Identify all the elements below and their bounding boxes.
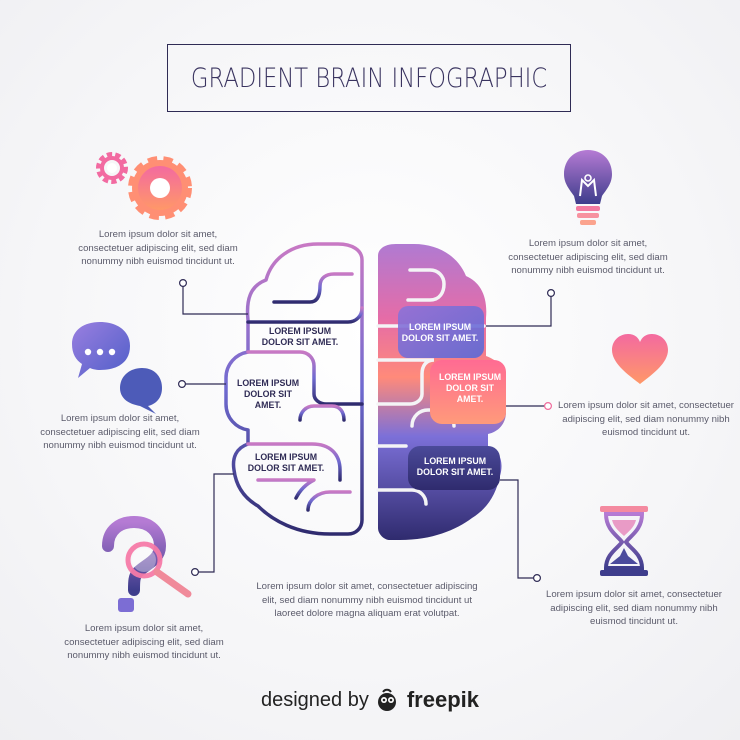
speech-bubbles-icon	[72, 322, 162, 414]
brain-right-top-box	[398, 306, 484, 358]
blurb-top-left: Lorem ipsum dolor sit amet, consectetuer…	[48, 228, 268, 269]
blurb-mid-right: Lorem ipsum dolor sit amet, consectetuer…	[552, 399, 740, 440]
brain-label-line: LOREM IPSUM	[254, 452, 318, 462]
brain-label-line: LOREM IPSUM	[268, 326, 332, 336]
brain-left-hemisphere	[224, 242, 364, 536]
brain-label-line: LOREM IPSUM	[438, 372, 502, 382]
brain-label-line: DOLOR SIT AMET.	[416, 467, 494, 477]
lightbulb-icon	[564, 150, 612, 225]
blurb-bottom-left: Lorem ipsum dolor sit amet, consectetuer…	[34, 622, 254, 663]
blurb-line: adipiscing elit, sed diam nonummy nibh	[550, 602, 718, 614]
blurb-line: nonummy nibh euismod tincidunt ut.	[67, 650, 221, 661]
brain-right-mid-box	[430, 360, 506, 424]
brain-label-line: LOREM IPSUM	[236, 378, 300, 388]
footer-credit: designed by freepik	[0, 682, 740, 718]
brain-label-left-mid: LOREM IPSUM DOLOR SIT AMET.	[230, 378, 306, 411]
page-title: GRADIENT BRAIN INFOGRAPHIC	[190, 62, 548, 94]
brain-right-bottom-box	[408, 446, 500, 490]
brain-label-right-bottom: LOREM IPSUM DOLOR SIT AMET.	[408, 456, 502, 478]
hourglass-icon	[600, 506, 648, 576]
blurb-line: Lorem ipsum dolor sit amet, consectetuer	[546, 589, 722, 600]
blurb-bottom-center: Lorem ipsum dolor sit amet, consectetuer…	[236, 580, 498, 621]
blurb-line: adipiscing elit, sed diam nonummy nibh	[562, 413, 730, 425]
footer-designed-by: designed by	[260, 688, 369, 711]
brain-label-right-mid: LOREM IPSUM DOLOR SIT AMET.	[434, 372, 506, 405]
blurb-bottom-right: Lorem ipsum dolor sit amet, consectetuer…	[538, 588, 730, 629]
connector-lines	[182, 284, 552, 579]
brain-label-line: LOREM IPSUM	[423, 456, 487, 466]
brain-label-left-top: LOREM IPSUM DOLOR SIT AMET.	[252, 326, 348, 348]
question-magnifier-icon	[102, 515, 192, 612]
title-box: GRADIENT BRAIN INFOGRAPHIC	[167, 44, 571, 112]
blurb-line: Lorem ipsum dolor sit amet,	[98, 229, 218, 240]
blurb-top-right: Lorem ipsum dolor sit amet, consectetuer…	[478, 237, 698, 278]
brain-right-hemisphere	[376, 244, 506, 540]
blurb-mid-left: Lorem ipsum dolor sit amet, consectetuer…	[10, 412, 230, 453]
brain-label-left-bottom: LOREM IPSUM DOLOR SIT AMET.	[236, 452, 336, 474]
brain-label-line: DOLOR SIT AMET.	[401, 333, 479, 343]
brain-illustration	[178, 242, 555, 582]
blurb-line: elit, sed diam nonummy nibh euismod tinc…	[261, 594, 473, 606]
brain-label-line: DOLOR SIT	[244, 389, 292, 399]
blurb-line: consectetuer adipiscing elit, sed diam	[40, 426, 200, 438]
blurb-line: euismod tincidunt ut.	[602, 427, 690, 438]
brain-label-line: LOREM IPSUM	[408, 322, 472, 332]
heart-icon	[612, 334, 668, 384]
brain-label-line: AMET.	[254, 400, 282, 410]
blurb-line: Lorem ipsum dolor sit amet,	[528, 238, 648, 249]
connector-dots	[178, 279, 555, 582]
blurb-line: Lorem ipsum dolor sit amet, consectetuer…	[256, 581, 478, 592]
blurb-line: Lorem ipsum dolor sit amet,	[60, 413, 180, 424]
blurb-line: consectetuer adipiscing elit, sed diam	[64, 636, 224, 648]
footer-brand[interactable]: freepik	[406, 687, 480, 712]
brain-label-line: AMET.	[456, 394, 484, 404]
freepik-logo-icon	[377, 688, 396, 711]
blurb-line: Lorem ipsum dolor sit amet,	[84, 623, 204, 634]
brain-label-line: DOLOR SIT	[446, 383, 494, 393]
brain-label-line: DOLOR SIT AMET.	[261, 337, 339, 347]
brain-label-line: DOLOR SIT AMET.	[247, 463, 325, 473]
blurb-line: euismod tincidunt ut.	[590, 616, 678, 627]
brain-label-right-top: LOREM IPSUM DOLOR SIT AMET.	[396, 322, 484, 344]
gears-icon	[96, 152, 192, 220]
blurb-line: nonummy nibh euismod tincidunt ut.	[81, 256, 235, 267]
blurb-line: consectetuer adipiscing elit, sed diam	[78, 242, 238, 254]
blurb-line: consectetuer adipiscing elit, sed diam	[508, 251, 668, 263]
blurb-line: laoreet dolore magna aliquam erat volutp…	[274, 608, 460, 619]
blurb-line: Lorem ipsum dolor sit amet, consectetuer	[558, 400, 734, 411]
blurb-line: nonummy nibh euismod tincidunt ut.	[511, 265, 665, 276]
blurb-line: nonummy nibh euismod tincidunt ut.	[43, 440, 197, 451]
